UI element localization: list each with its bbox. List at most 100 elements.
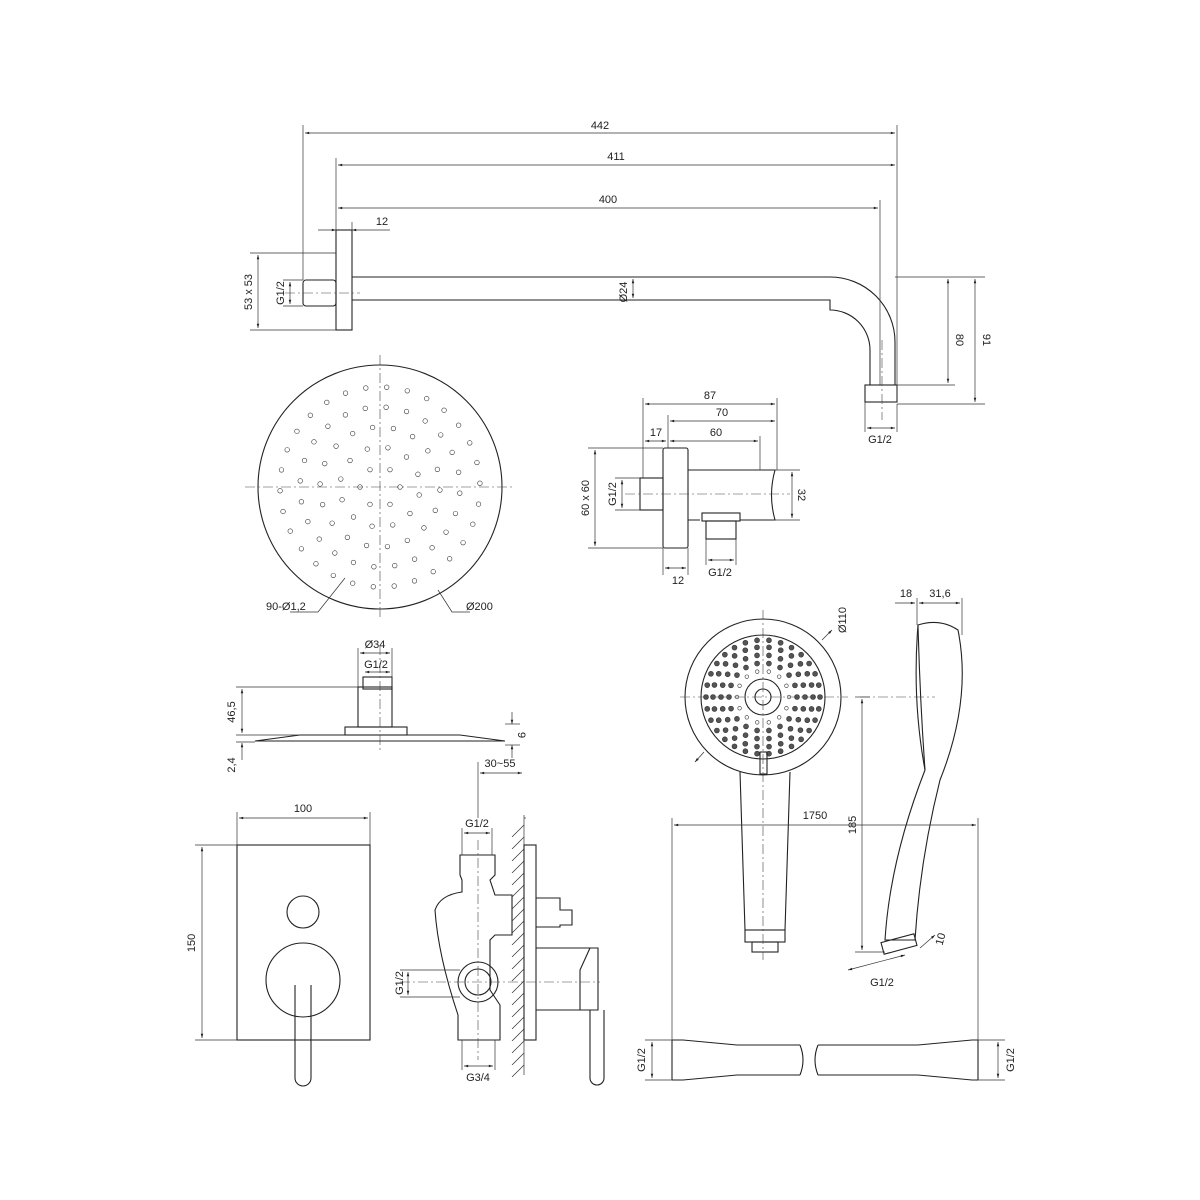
nozzle-hole <box>449 449 455 456</box>
nozzle-hole <box>392 563 398 569</box>
nozzle-hole <box>338 476 344 482</box>
nozzle-hole <box>456 469 462 475</box>
nozzle-hole <box>307 412 313 418</box>
nozzle-hole <box>722 651 728 658</box>
nozzle-hole <box>784 683 789 688</box>
nozzle-hole <box>411 556 418 562</box>
nozzle-hole <box>369 523 375 529</box>
dim-neck: Ø34 <box>365 639 386 651</box>
wall-hatch <box>511 836 525 850</box>
wall-hatch <box>511 860 525 874</box>
nozzle-hole <box>754 735 760 742</box>
nozzle-hole <box>815 682 822 688</box>
nozzle-hole <box>731 653 738 659</box>
nozzle-hole <box>766 637 772 644</box>
wall-hatch <box>511 944 525 958</box>
wall-hatch <box>511 1052 525 1066</box>
wall-hatch <box>511 956 525 970</box>
nozzle-hole <box>390 425 397 432</box>
nozzle-hole <box>339 497 345 503</box>
nozzle-hole <box>787 725 794 732</box>
nozzle-hole <box>777 647 784 654</box>
nozzle-hole <box>766 720 771 725</box>
nozzle-hole <box>711 682 718 688</box>
nozzle-hole <box>777 674 782 679</box>
nozzle-hole <box>477 480 483 486</box>
nozzle-hole <box>734 716 740 722</box>
nozzle-hole <box>777 732 784 739</box>
nozzle-hole <box>330 572 336 579</box>
nozzle-hole <box>434 466 440 472</box>
mixer-side: 30~55 G1/2 G1/2 G3/4 <box>394 758 605 1086</box>
nozzle-hole <box>350 580 356 586</box>
dim-thread: G1/2 <box>275 281 287 305</box>
rain-head-front: 90-Ø1,2 Ø200 <box>245 355 515 620</box>
nozzle-hole <box>708 671 714 677</box>
dim-87: 87 <box>704 390 716 402</box>
nozzle-hole <box>731 743 738 750</box>
nozzle-hole <box>404 537 410 544</box>
nozzle-hole <box>370 584 376 590</box>
nozzle-hole <box>432 507 438 513</box>
nozzle-hole <box>797 727 804 733</box>
nozzle-hole <box>384 543 390 550</box>
nozzle-hole <box>777 715 782 720</box>
wall-hatch <box>511 1028 525 1042</box>
nozzle-hole <box>320 502 326 508</box>
wall-hatch <box>511 896 525 910</box>
nozzle-hole <box>284 447 290 453</box>
dim-400: 400 <box>599 194 617 206</box>
nozzle-hole <box>815 706 822 712</box>
nozzle-hole <box>430 569 436 575</box>
dim-411: 411 <box>607 151 625 163</box>
wall-hatch <box>511 824 525 838</box>
dim-height: 46,5 <box>226 701 238 722</box>
nozzle-hole <box>742 732 749 739</box>
label-holes: 90-Ø1,2 <box>266 601 306 613</box>
nozzle-hole <box>808 682 815 688</box>
nozzle-hole <box>403 408 410 415</box>
nozzle-hole <box>329 520 335 526</box>
nozzle-hole <box>798 736 804 743</box>
nozzle-hole <box>387 467 393 473</box>
nozzle-hole <box>754 727 760 734</box>
nozzle-hole <box>704 706 711 712</box>
nozzle-hole <box>743 664 749 671</box>
nozzle-hole <box>806 727 812 734</box>
nozzle-hole <box>711 706 718 712</box>
dim-right: G1/2 <box>1005 1048 1017 1072</box>
nozzle-hole <box>474 459 480 466</box>
dim-32: 32 <box>795 489 807 501</box>
nozzle-hole <box>732 725 739 732</box>
hand-shower-front: Ø110 <box>680 607 849 960</box>
rain-head-side: Ø34 G1/2 46,5 2,4 9 <box>226 639 527 773</box>
nozzle-hole <box>719 682 726 688</box>
nozzle-hole <box>350 514 357 520</box>
nozzle-hole <box>332 550 338 556</box>
wall-hatch <box>511 932 525 946</box>
nozzle-hole <box>363 542 370 549</box>
nozzle-hole <box>421 525 427 531</box>
nozzle-hole <box>777 639 784 646</box>
nozzle-hole <box>342 390 349 396</box>
nozzle-hole <box>792 705 798 712</box>
dim-12: 12 <box>672 575 684 587</box>
nozzle-hole <box>429 545 435 551</box>
nozzle-hole <box>350 430 356 437</box>
nozzle-hole <box>788 653 795 659</box>
dim-left: G1/2 <box>636 1048 648 1072</box>
label-diameter: Ø200 <box>466 601 493 613</box>
dim-length: 1750 <box>803 810 827 822</box>
nozzle-hole <box>812 671 818 677</box>
nozzle-hole <box>456 422 462 428</box>
nozzle-hole <box>322 461 328 467</box>
nozzle-hole <box>795 716 802 723</box>
nozzle-hole <box>390 522 396 528</box>
nozzle-hole <box>777 748 784 755</box>
nozzle-hole <box>755 669 760 674</box>
nozzle-hole <box>766 660 772 667</box>
nozzle-hole <box>407 510 413 517</box>
nozzle-hole <box>305 518 311 525</box>
nozzle-hole <box>731 644 738 651</box>
dim-bottom: G3/4 <box>466 1072 490 1084</box>
